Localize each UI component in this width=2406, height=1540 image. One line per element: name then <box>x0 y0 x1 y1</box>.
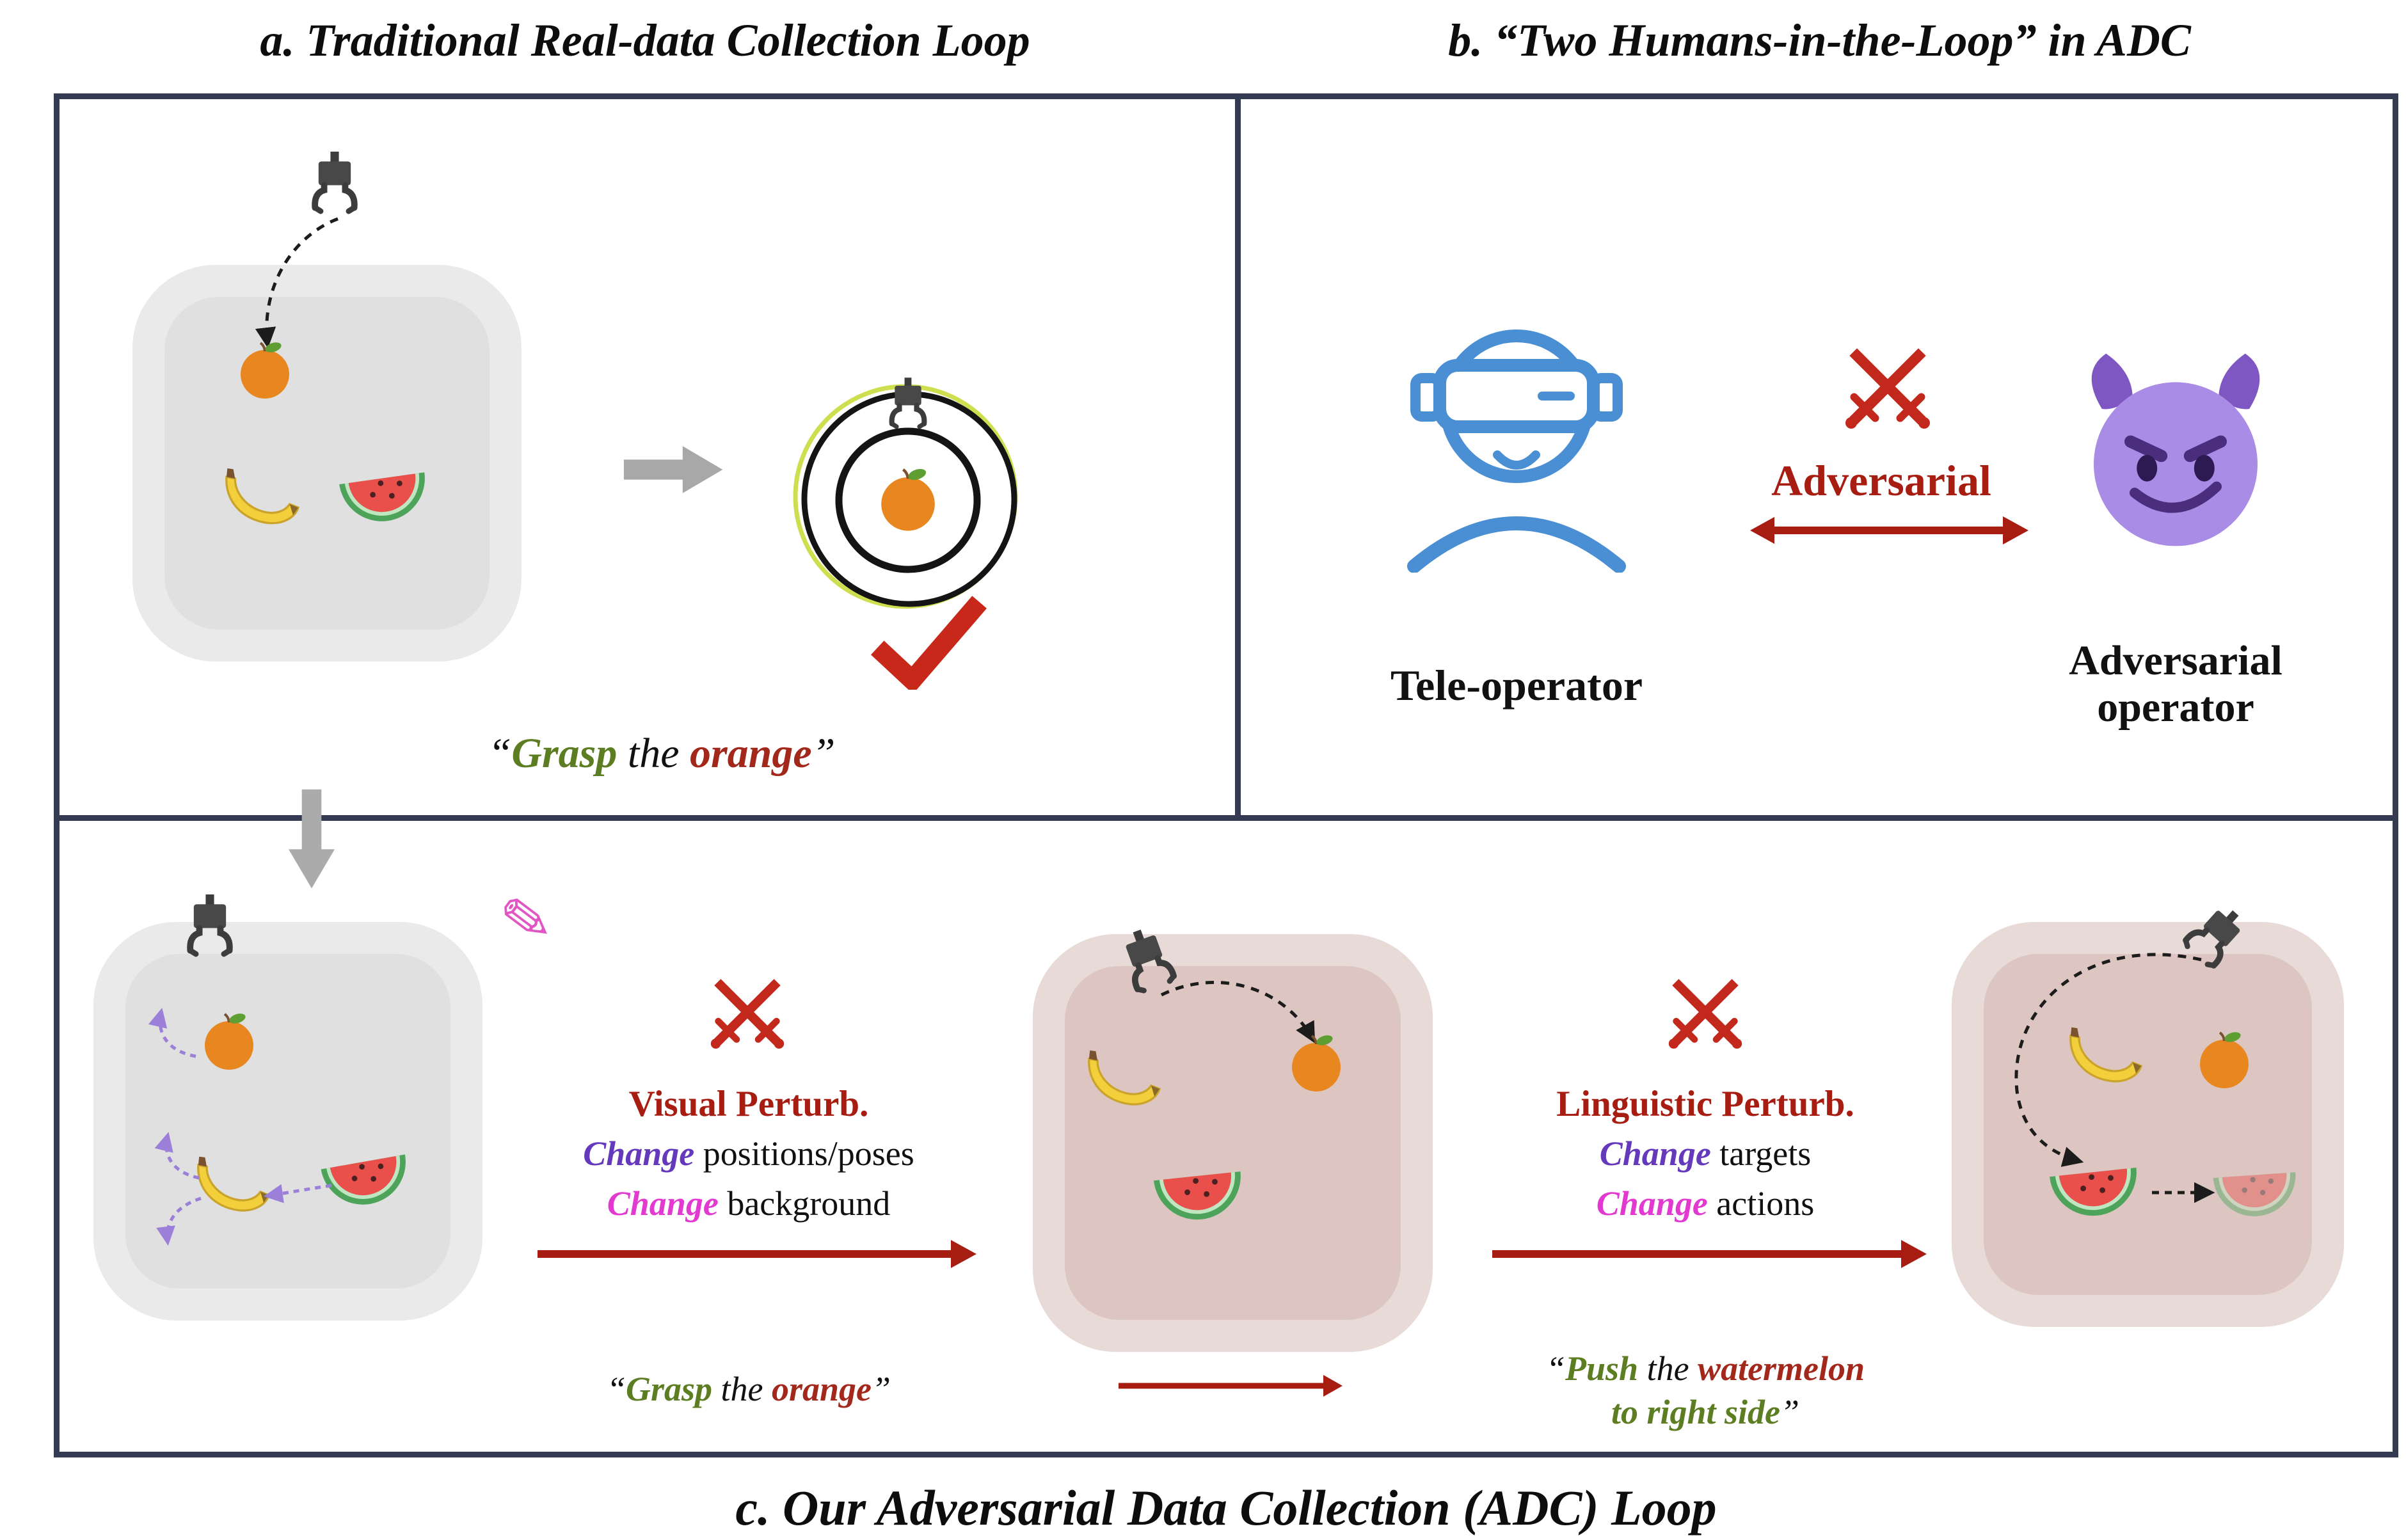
banana-icon-a <box>218 458 307 535</box>
instruction-verb: Grasp <box>625 1370 713 1408</box>
line2-text: actions <box>1707 1184 1815 1223</box>
orange-icon-c1 <box>197 1008 261 1072</box>
change-keyword-purple: Change <box>583 1134 695 1173</box>
tele-operator-label: Tele-operator <box>1390 661 1643 710</box>
arrow-head <box>1323 1375 1342 1397</box>
panel-c-title: c. Our Adversarial Data Collection (ADC)… <box>735 1480 1717 1536</box>
open-quote: “ <box>488 730 512 777</box>
visual-perturb-line2: Change background <box>525 1184 973 1223</box>
orange-icon-c2 <box>1284 1030 1348 1094</box>
edit-pencil-icon: ✎ <box>495 880 557 960</box>
arrow-shaft <box>1119 1383 1326 1389</box>
line1-text: positions/poses <box>694 1134 914 1173</box>
tabletop-tray-c1 <box>93 922 482 1321</box>
tabletop-tray-c2 <box>1033 934 1433 1352</box>
panel-a-title: a. Traditional Real-data Collection Loop <box>260 15 1030 66</box>
instruction-middle: the <box>617 730 690 777</box>
panel-b-title: b. “Two Humans-in-the-Loop” in ADC <box>1448 15 2191 66</box>
arrow-head-left <box>1750 517 1774 544</box>
tray-c2-surface <box>1065 966 1401 1320</box>
instruction-object: orange <box>690 730 812 777</box>
flow-arrow-down-gray <box>283 784 340 896</box>
instruction-grasp-c: “Grasp the orange” <box>557 1369 941 1409</box>
close-quote: ” <box>872 1370 891 1408</box>
tabletop-tray-a <box>132 265 522 662</box>
panel-divider-vertical <box>1235 93 1241 821</box>
banana-icon-c3 <box>2061 1017 2151 1093</box>
linguistic-perturb-heading: Linguistic Perturb. <box>1556 1084 1854 1124</box>
arrow-shaft <box>538 1250 956 1258</box>
linguistic-perturb-arrow <box>1492 1240 1927 1268</box>
tray-c1-surface <box>125 954 450 1289</box>
linguistic-perturb-line2: Change actions <box>1481 1184 1929 1223</box>
visual-perturb-heading: Visual Perturb. <box>628 1084 869 1124</box>
adversarial-double-arrow <box>1750 516 2028 544</box>
instruction-flow-arrow <box>1119 1374 1342 1397</box>
instruction-object: watermelon <box>1698 1349 1865 1388</box>
change-keyword-magenta: Change <box>1596 1184 1708 1223</box>
arrow-shaft <box>1772 527 2007 534</box>
instruction-verb: Push <box>1565 1349 1639 1388</box>
orange-icon-a <box>233 337 297 401</box>
tabletop-tray-c3 <box>1952 922 2344 1327</box>
open-quote: “ <box>606 1370 626 1408</box>
adversarial-operator-label-line1: Adversarial <box>2069 637 2283 684</box>
instruction-line2: to right side <box>1611 1393 1780 1431</box>
close-quote: ” <box>1780 1393 1800 1431</box>
instruction-middle: the <box>712 1370 772 1408</box>
line1-text: targets <box>1710 1134 1812 1173</box>
gripper-to-orange-dashed-arrow-c2 <box>1160 981 1316 1044</box>
watermelon-icon-c2 <box>1148 1155 1250 1237</box>
orange-icon-c3 <box>2192 1027 2256 1091</box>
gripper-to-orange-dashed-arrow-a <box>255 217 339 349</box>
open-quote: “ <box>1545 1349 1565 1388</box>
adversarial-label: Adversarial <box>1771 456 1991 505</box>
tray-a-surface <box>164 297 490 630</box>
instruction-verb: Grasp <box>511 730 617 777</box>
line2-text: background <box>718 1184 891 1223</box>
robot-gripper-icon-c1 <box>175 894 245 961</box>
watermelon-icon-a <box>333 456 436 539</box>
gripper-to-watermelon-dashed-arrow-c3 <box>2014 953 2202 1167</box>
visual-perturb-line1: Change positions/poses <box>525 1134 973 1173</box>
tray-c3-surface <box>1984 954 2312 1295</box>
visual-perturb-arrow <box>538 1240 976 1268</box>
figure-border <box>54 93 2398 1457</box>
arrow-head <box>951 1240 976 1268</box>
instruction-push-line2: to right side” <box>1465 1392 1945 1432</box>
arrow-head-right <box>2003 516 2028 544</box>
instruction-grasp-a: “Grasp the orange” <box>150 729 1174 778</box>
close-quote: ” <box>811 730 836 777</box>
instruction-push-line1: “Push the watermelon <box>1465 1349 1945 1388</box>
arrow-shaft <box>1492 1250 1906 1258</box>
change-keyword-purple: Change <box>1599 1134 1711 1173</box>
banana-icon-c1 <box>189 1147 278 1222</box>
push-direction-dashed-arrow <box>2152 1182 2215 1203</box>
banana-icon-c2 <box>1080 1040 1169 1116</box>
watermelon-icon-c3 <box>2044 1151 2146 1234</box>
arrow-head <box>1901 1240 1927 1268</box>
instruction-object: orange <box>772 1370 872 1408</box>
robot-gripper-icon-a <box>299 152 370 218</box>
linguistic-perturb-line1: Change targets <box>1481 1134 1929 1173</box>
instruction-middle: the <box>1638 1349 1698 1388</box>
change-keyword-magenta: Change <box>607 1184 719 1223</box>
success-rollout-target <box>793 351 1018 609</box>
adversarial-operator-label-line2: operator <box>2097 684 2254 731</box>
panel-divider-horizontal <box>54 815 2398 821</box>
